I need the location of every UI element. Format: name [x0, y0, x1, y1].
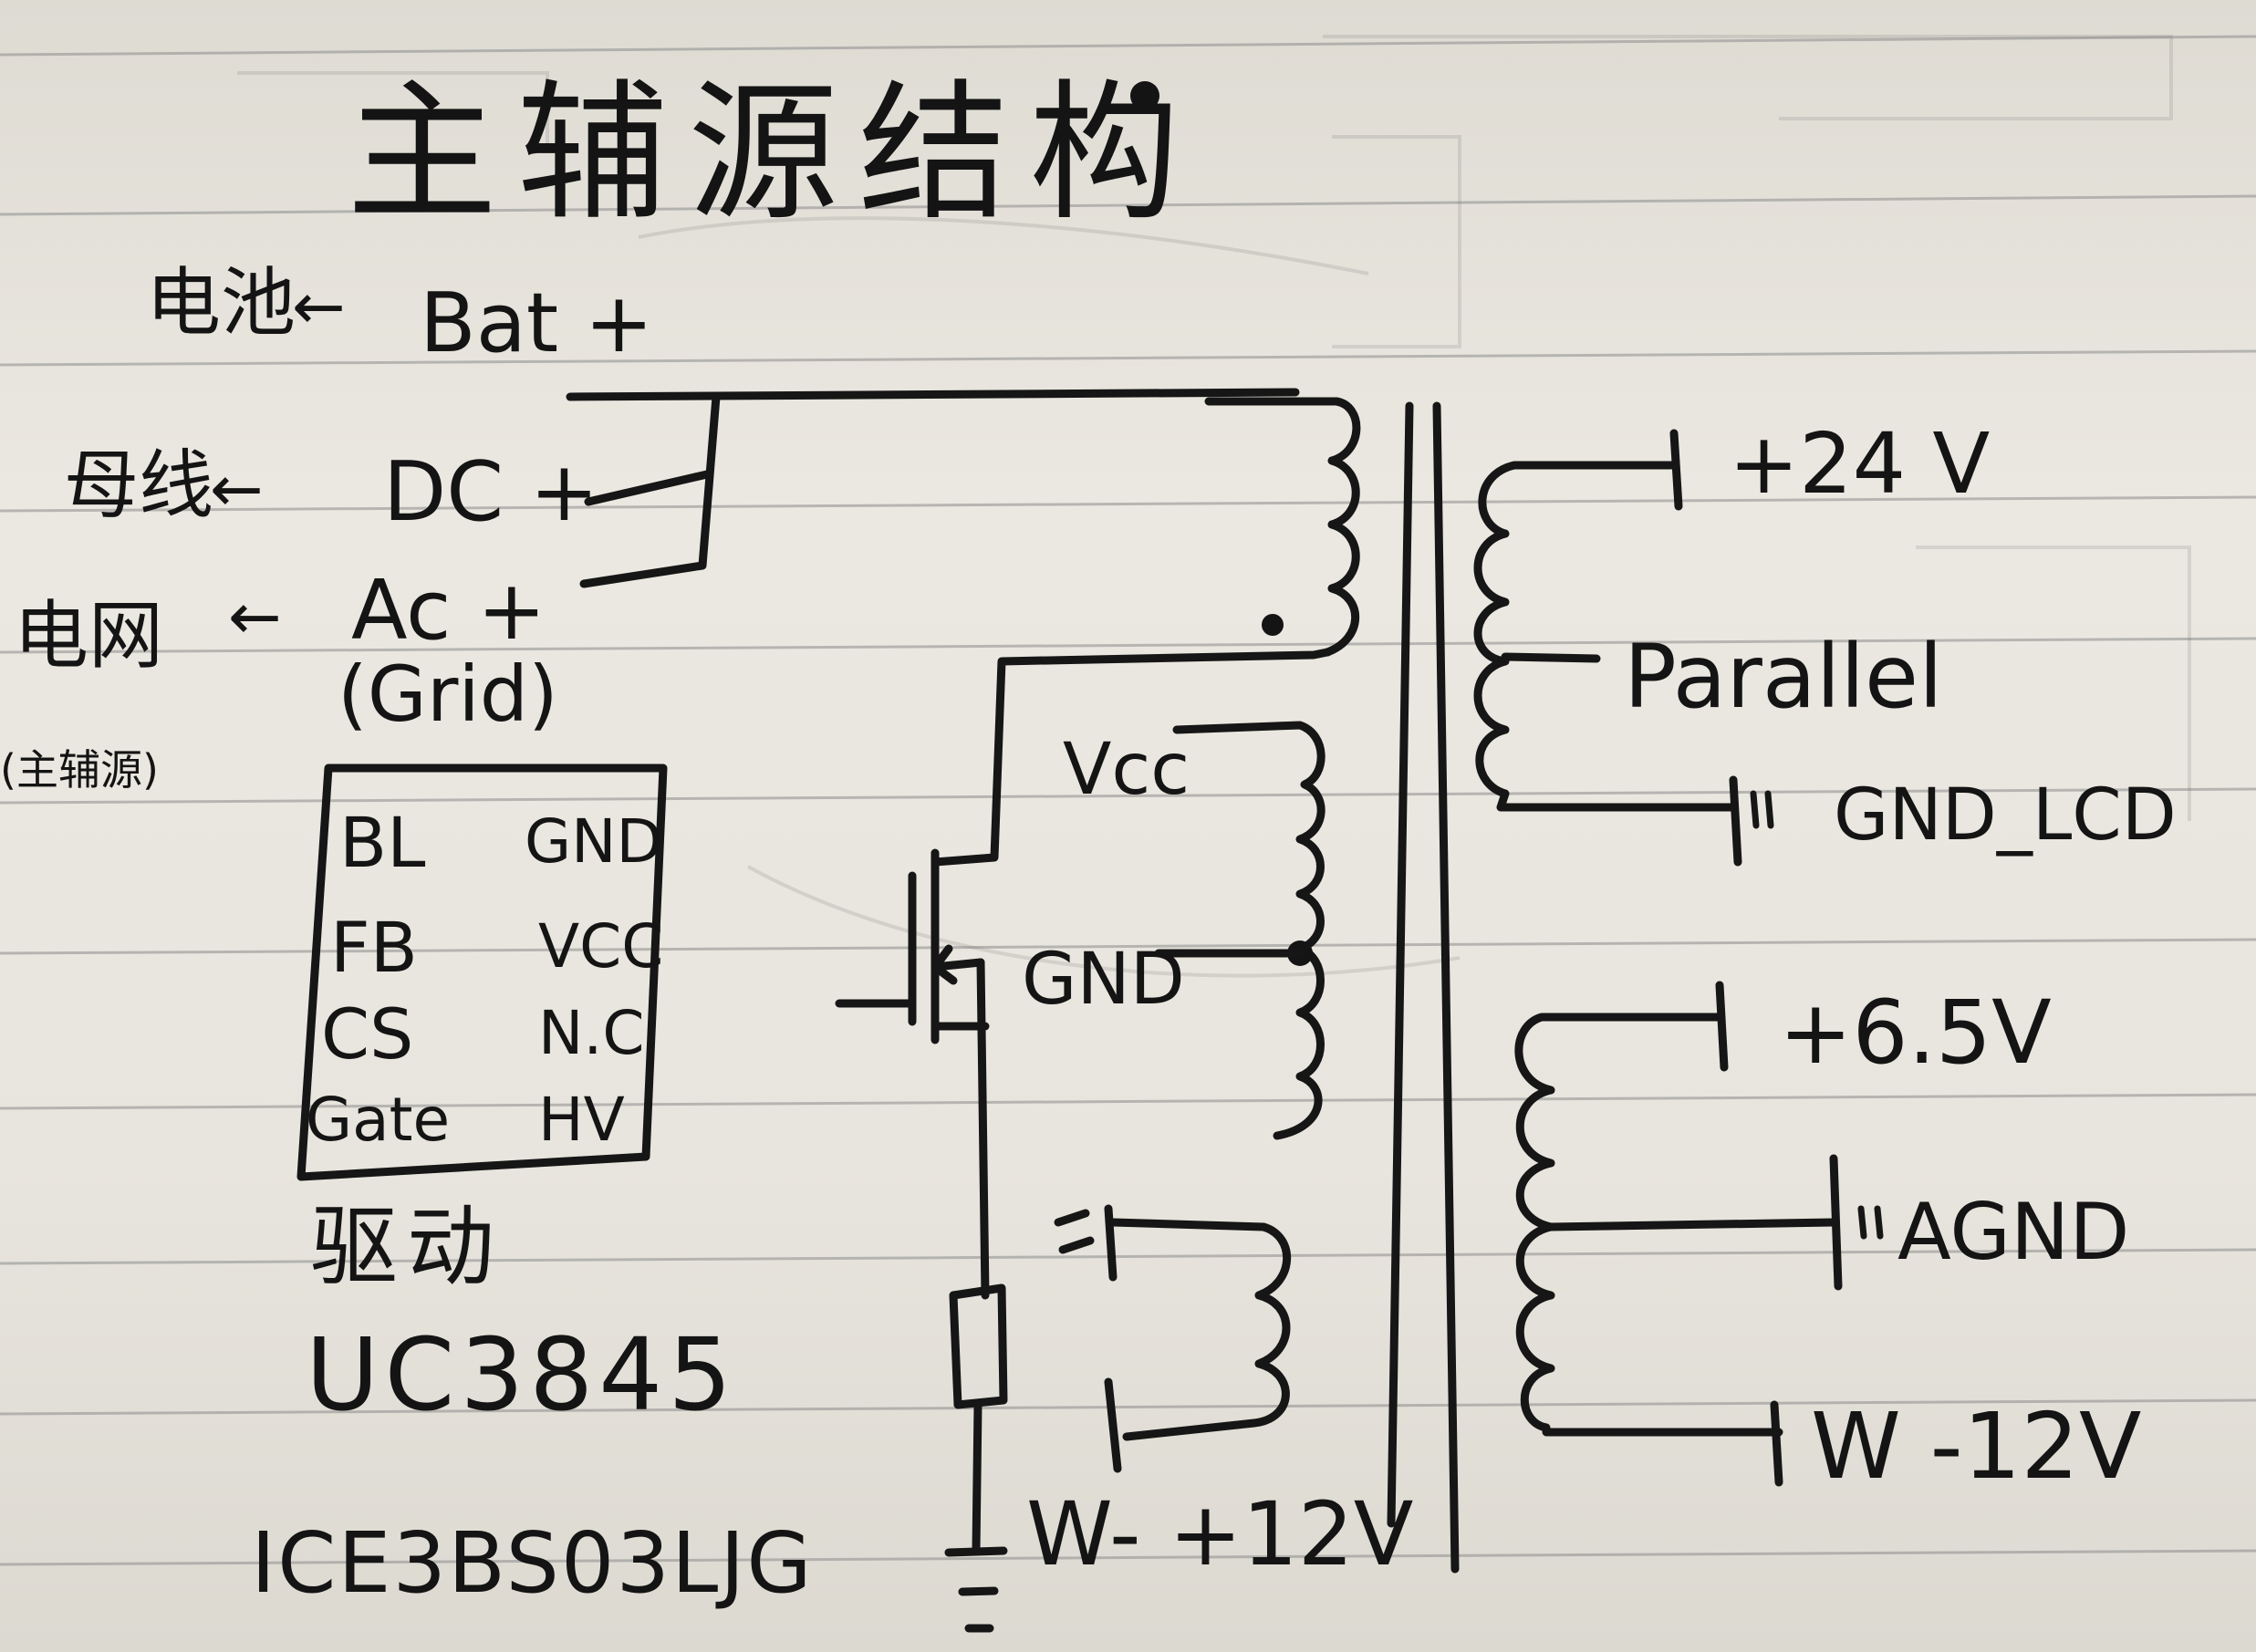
ink-blot — [1130, 81, 1159, 110]
secondary-lower-winding: +6.5V AGND W -12V — [1514, 981, 2141, 1500]
chip-name-ice3bs03ljg: ICE3BS03LJG — [251, 1514, 814, 1612]
gnd-label: GND — [1022, 939, 1185, 1021]
input-source-grid: 电网 — [14, 593, 163, 680]
ic-pin-nc: N.C — [538, 998, 644, 1068]
input-source-battery: 电池 — [146, 260, 296, 347]
output-neg12v: W -12V — [1811, 1393, 2141, 1500]
ground-symbol — [944, 1546, 1008, 1633]
sense-resistor — [949, 1283, 1008, 1555]
ic-pin-fb: FB — [330, 907, 418, 988]
output-parallel: Parallel — [1624, 626, 1943, 728]
vcc-label: Vcc — [1063, 729, 1190, 811]
input-arrow: ← — [228, 579, 282, 654]
input-arrow: ← — [210, 452, 264, 526]
output-24v: +24 V — [1729, 415, 1990, 513]
mosfet-switch — [835, 848, 990, 1300]
grid-label: (Grid) — [338, 649, 558, 739]
primary-winding — [930, 397, 1361, 867]
ic-pin-hv: HV — [538, 1085, 625, 1155]
bias-12v-winding: W- +12V — [1026, 1204, 1413, 1585]
input-bus-wiring — [566, 388, 1300, 588]
input-dc: 母线 ← DC + — [64, 442, 598, 540]
ic-pin-vcc: VCC — [538, 911, 663, 982]
ic-pin-bl: BL — [339, 802, 425, 883]
bias-output-label: W- +12V — [1026, 1483, 1413, 1585]
grid-note: (主辅源) — [0, 745, 159, 795]
output-agnd: AGND — [1897, 1187, 2130, 1278]
secondary-upper-winding: +24 V Parallel GND_LCD — [1473, 415, 2177, 867]
input-arrow: ← — [292, 269, 346, 344]
output-6-5v: +6.5V — [1779, 982, 2052, 1084]
driver-label: 驱动 — [310, 1196, 504, 1298]
input-label-ac: Ac + — [351, 563, 546, 659]
input-label-bat: Bat + — [420, 275, 653, 371]
aux-vcc-winding: Vcc GND — [1022, 721, 1326, 1140]
controller-ic: BL FB CS Gate GND VCC N.C HV — [296, 764, 668, 1181]
input-bat: 电池 ← Bat + — [146, 260, 653, 371]
input-source-bus: 母线 — [64, 442, 213, 529]
ruled-lines — [0, 35, 2256, 1566]
ic-pin-gnd: GND — [525, 806, 662, 877]
ic-pin-cs: CS — [321, 993, 413, 1075]
input-ac: 电网 ← Ac + — [14, 563, 546, 680]
transformer-core — [1387, 401, 1460, 1574]
output-gnd-lcd: GND_LCD — [1834, 774, 2177, 857]
ic-pin-gate: Gate — [306, 1085, 450, 1155]
chip-name-uc3845: UC3845 — [306, 1316, 737, 1433]
bleed-through-marks — [237, 35, 2191, 978]
page-title: 主辅源结构 — [347, 66, 1200, 241]
input-label-dc: DC + — [383, 444, 598, 540]
